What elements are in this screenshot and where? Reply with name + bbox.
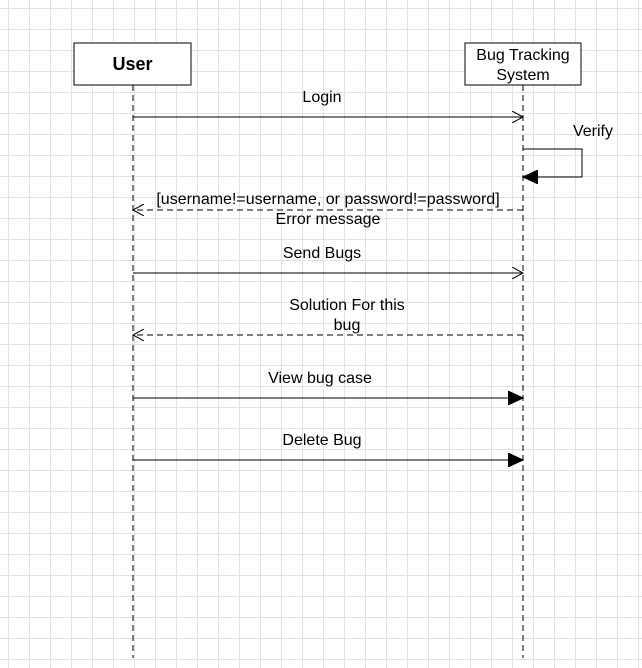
system-participant-label-line2: System [496,67,549,84]
message-solution-label-line1: Solution For this [289,297,405,314]
message-view-bug-case-label: View bug case [268,370,372,387]
message-error-guard: [username!=username, or password!=passwo… [156,191,499,208]
message-error[interactable]: [username!=username, or password!=passwo… [133,191,523,228]
message-verify[interactable]: Verify [523,123,613,177]
message-delete-bug[interactable]: Delete Bug [133,432,523,460]
message-view-bug-case[interactable]: View bug case [133,370,523,398]
user-participant-label: User [112,54,152,74]
user-participant[interactable]: User [73,42,192,86]
message-delete-bug-label: Delete Bug [282,432,361,449]
message-error-label: Error message [276,211,381,228]
system-participant-label-line1: Bug Tracking [476,47,569,64]
message-verify-label: Verify [573,123,613,140]
message-send-bugs-label: Send Bugs [283,245,361,262]
message-login[interactable]: Login [133,89,523,117]
message-login-label: Login [302,89,341,106]
message-verify-arrow [523,148,583,177]
message-solution[interactable]: Solution For this bug [133,297,523,335]
message-send-bugs[interactable]: Send Bugs [133,245,523,273]
system-participant-box [464,42,582,86]
message-solution-label-line2: bug [334,317,361,334]
system-participant[interactable]: Bug Tracking System [464,42,582,86]
user-participant-box [73,42,192,86]
